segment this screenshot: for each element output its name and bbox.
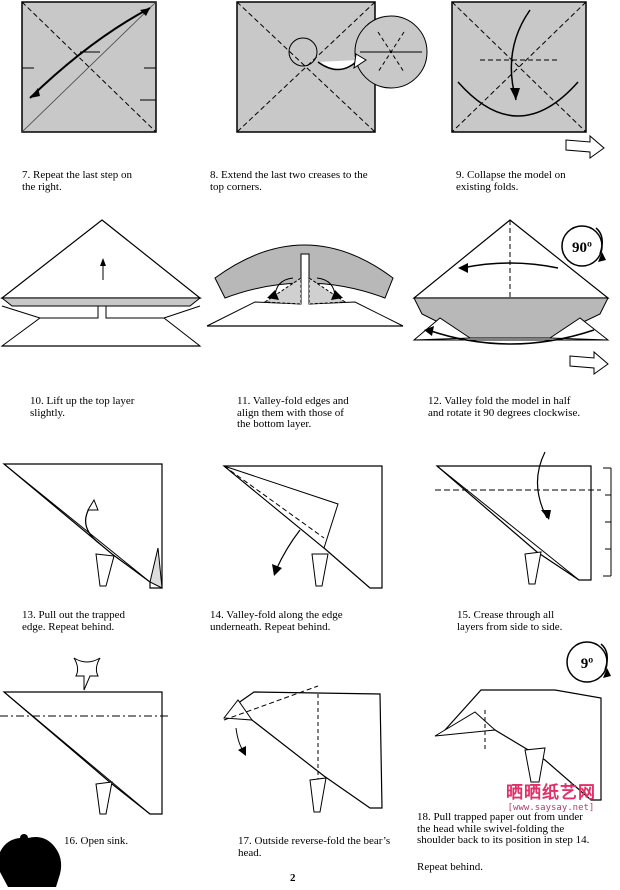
rotation-badge-12: 90º bbox=[572, 240, 592, 256]
step-10-diagram bbox=[0, 218, 205, 368]
step-16-caption: 16. Open sink. bbox=[64, 836, 128, 848]
watermark-brand: 晒晒纸艺网 bbox=[496, 778, 606, 803]
step-10: 10. Lift up the top layer slightly. bbox=[0, 218, 200, 428]
step-18: 9º 18. Pull trapped paper out from under… bbox=[415, 640, 615, 850]
step-8: 8. Extend the last two creases to the to… bbox=[210, 0, 410, 210]
page-number: 2 bbox=[290, 872, 296, 884]
step-14: 14. Valley-fold along the edge underneat… bbox=[220, 458, 420, 668]
step-14-caption: 14. Valley-fold along the edge underneat… bbox=[210, 610, 343, 633]
step-15-diagram bbox=[425, 448, 620, 598]
step-15: 15. Crease through all layers from side … bbox=[425, 448, 620, 658]
step-9: 9. Collapse the model on existing folds. bbox=[440, 0, 620, 210]
step-9-caption: 9. Collapse the model on existing folds. bbox=[456, 170, 566, 193]
step-11: 11. Valley-fold edges and align them wit… bbox=[205, 218, 405, 428]
step-11-caption: 11. Valley-fold edges and align them wit… bbox=[237, 396, 349, 431]
step-15-caption: 15. Crease through all layers from side … bbox=[457, 610, 562, 633]
step-7-diagram bbox=[0, 0, 200, 170]
step-17-caption: 17. Outside reverse-fold the bear’s head… bbox=[238, 836, 390, 859]
step-12: 90º 12. Valley fold the model in half an… bbox=[410, 218, 610, 428]
step-8-caption: 8. Extend the last two creases to the to… bbox=[210, 170, 368, 193]
step-12-diagram: 90º bbox=[410, 218, 620, 388]
step-7: 7. Repeat the last step on the right. bbox=[0, 0, 200, 210]
bear-silhouette-icon bbox=[0, 832, 70, 887]
step-13: 13. Pull out the trapped edge. Repeat be… bbox=[0, 458, 200, 668]
step-17: 17. Outside reverse-fold the bear’s head… bbox=[210, 680, 410, 890]
step-13-caption: 13. Pull out the trapped edge. Repeat be… bbox=[22, 610, 125, 633]
step-9-diagram bbox=[440, 0, 620, 170]
step-18-note: Repeat behind. bbox=[417, 862, 483, 874]
step-10-caption: 10. Lift up the top layer slightly. bbox=[30, 396, 134, 419]
step-11-diagram bbox=[205, 218, 410, 368]
watermark-logo: 晒晒纸艺网 [www.saysay.net] bbox=[496, 778, 606, 813]
step-12-caption: 12. Valley fold the model in half and ro… bbox=[428, 396, 580, 419]
step-18-caption: 18. Pull trapped paper out from under th… bbox=[417, 812, 589, 847]
step-17-diagram bbox=[210, 680, 410, 830]
step-8-diagram bbox=[210, 0, 430, 170]
step-7-caption: 7. Repeat the last step on the right. bbox=[22, 170, 132, 193]
step-14-diagram bbox=[220, 458, 415, 598]
watermark-url: [www.saysay.net] bbox=[496, 803, 606, 813]
step-16-diagram bbox=[0, 656, 205, 826]
rotation-badge-18: 9º bbox=[581, 656, 594, 672]
step-13-diagram bbox=[0, 458, 205, 598]
